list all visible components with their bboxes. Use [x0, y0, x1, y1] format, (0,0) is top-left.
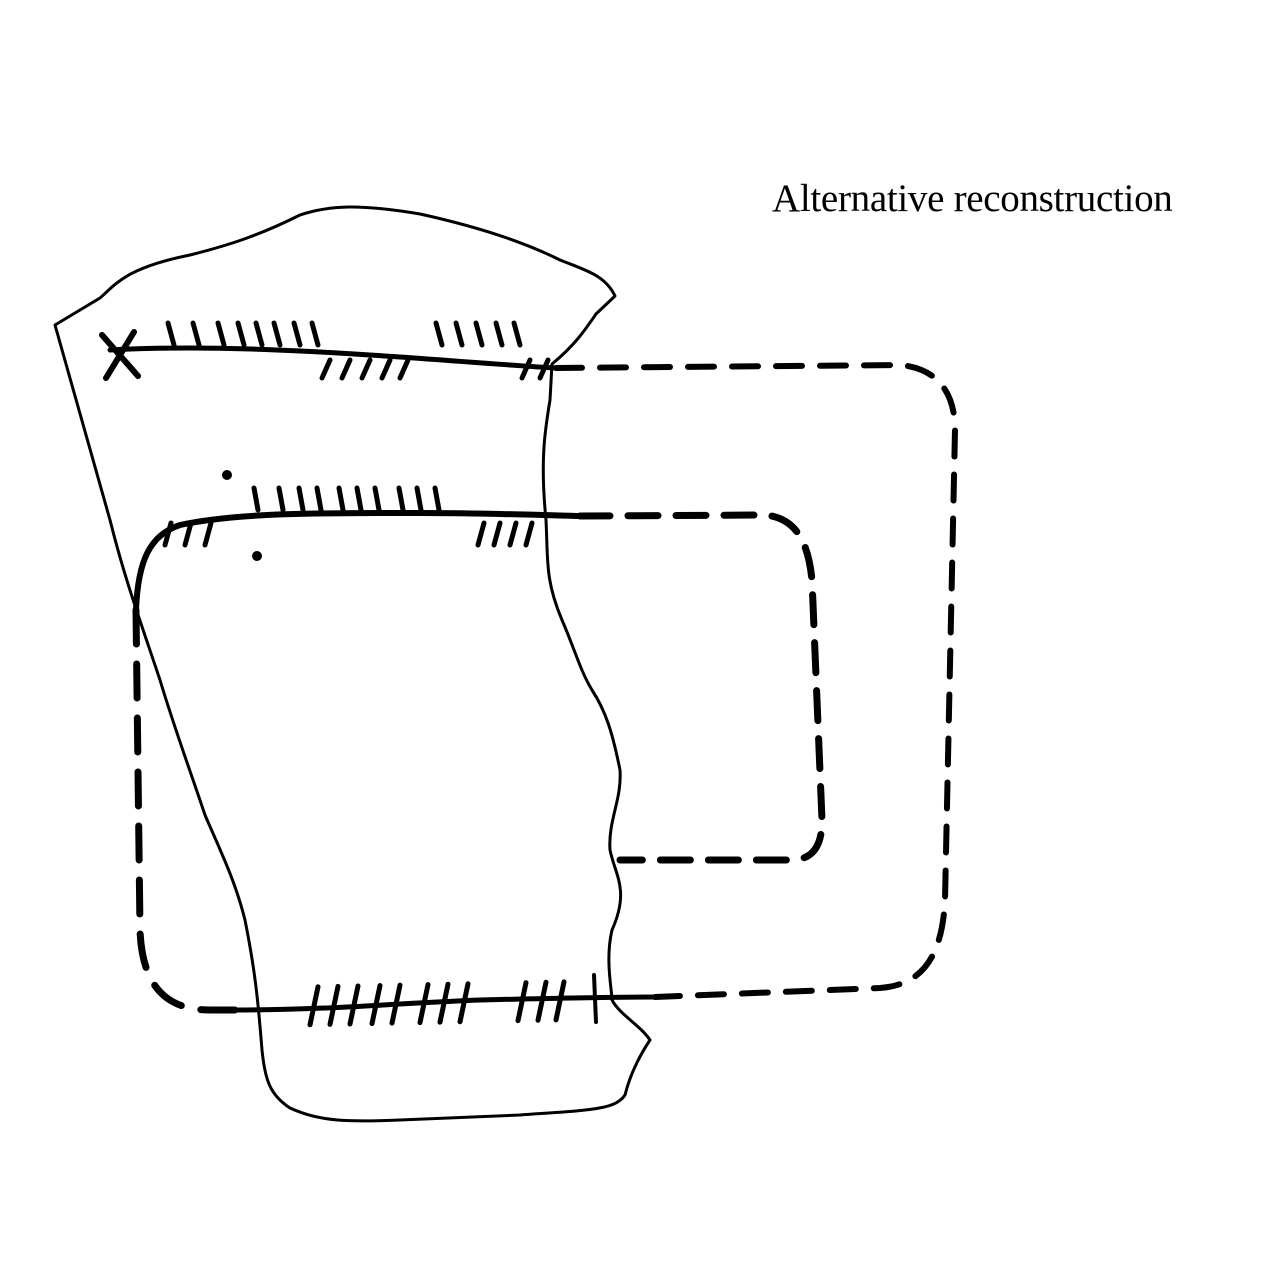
hatch-mark — [493, 320, 505, 348]
hatch-mark — [202, 520, 214, 548]
hatch-mark — [491, 520, 503, 548]
hatch-mark — [453, 320, 465, 348]
hatch-mark — [432, 485, 442, 513]
hatch-mark — [389, 982, 403, 1026]
hatch-mark — [537, 357, 551, 381]
hatch-mark — [336, 485, 346, 513]
hatch-mark — [359, 357, 373, 381]
hatch-mark — [535, 979, 549, 1023]
hatch-mark — [396, 485, 406, 513]
hatch-mark — [515, 980, 529, 1024]
hatch-mark — [162, 520, 174, 548]
fragment-outline — [53, 205, 652, 1123]
dot — [252, 551, 262, 561]
hatch-mark — [215, 320, 227, 348]
hatch-mark — [433, 320, 445, 348]
hatch-mark — [519, 357, 533, 381]
hatch-mark — [473, 320, 485, 348]
x-mark — [99, 329, 141, 381]
top-seam-line — [107, 345, 559, 371]
hatch-marks — [162, 320, 567, 1028]
hatch-mark — [339, 357, 353, 381]
hatch-mark — [417, 982, 431, 1026]
hatch-mark — [190, 320, 202, 348]
inner-dashed-outline — [576, 511, 826, 864]
hatch-mark — [296, 485, 306, 513]
hatch-mark — [307, 984, 321, 1028]
hatch-mark — [276, 485, 286, 513]
hatch-mark — [327, 983, 341, 1027]
hatch-mark — [511, 320, 523, 348]
hatch-mark — [314, 485, 324, 513]
vertical-tick — [592, 973, 598, 1024]
hatch-mark — [253, 320, 265, 348]
hatch-mark — [369, 983, 383, 1027]
hatch-mark — [379, 357, 393, 381]
hatch-mark — [475, 520, 487, 548]
middle-seam-line — [133, 509, 583, 613]
hatch-mark — [414, 485, 424, 513]
hatch-mark — [372, 485, 382, 513]
hatch-mark — [347, 983, 361, 1027]
diagram-caption: Alternative reconstruction — [772, 177, 1173, 220]
hatch-mark — [251, 485, 261, 513]
hatch-mark — [165, 320, 177, 348]
hatch-mark — [437, 981, 451, 1025]
hatch-mark — [319, 357, 333, 381]
hatch-mark — [271, 320, 283, 348]
hatch-mark — [397, 357, 411, 381]
hatch-mark — [507, 520, 519, 548]
hatch-mark — [309, 320, 321, 348]
hatch-mark — [291, 320, 303, 348]
hatch-mark — [235, 320, 247, 348]
dot — [222, 470, 232, 480]
hatch-mark — [553, 979, 567, 1023]
outer-dashed-outline — [553, 362, 958, 1000]
left-dashed-outline — [132, 606, 239, 1014]
hatch-mark — [523, 520, 535, 548]
hatch-mark — [457, 981, 471, 1025]
hatch-mark — [182, 520, 194, 548]
hatch-mark — [354, 485, 364, 513]
